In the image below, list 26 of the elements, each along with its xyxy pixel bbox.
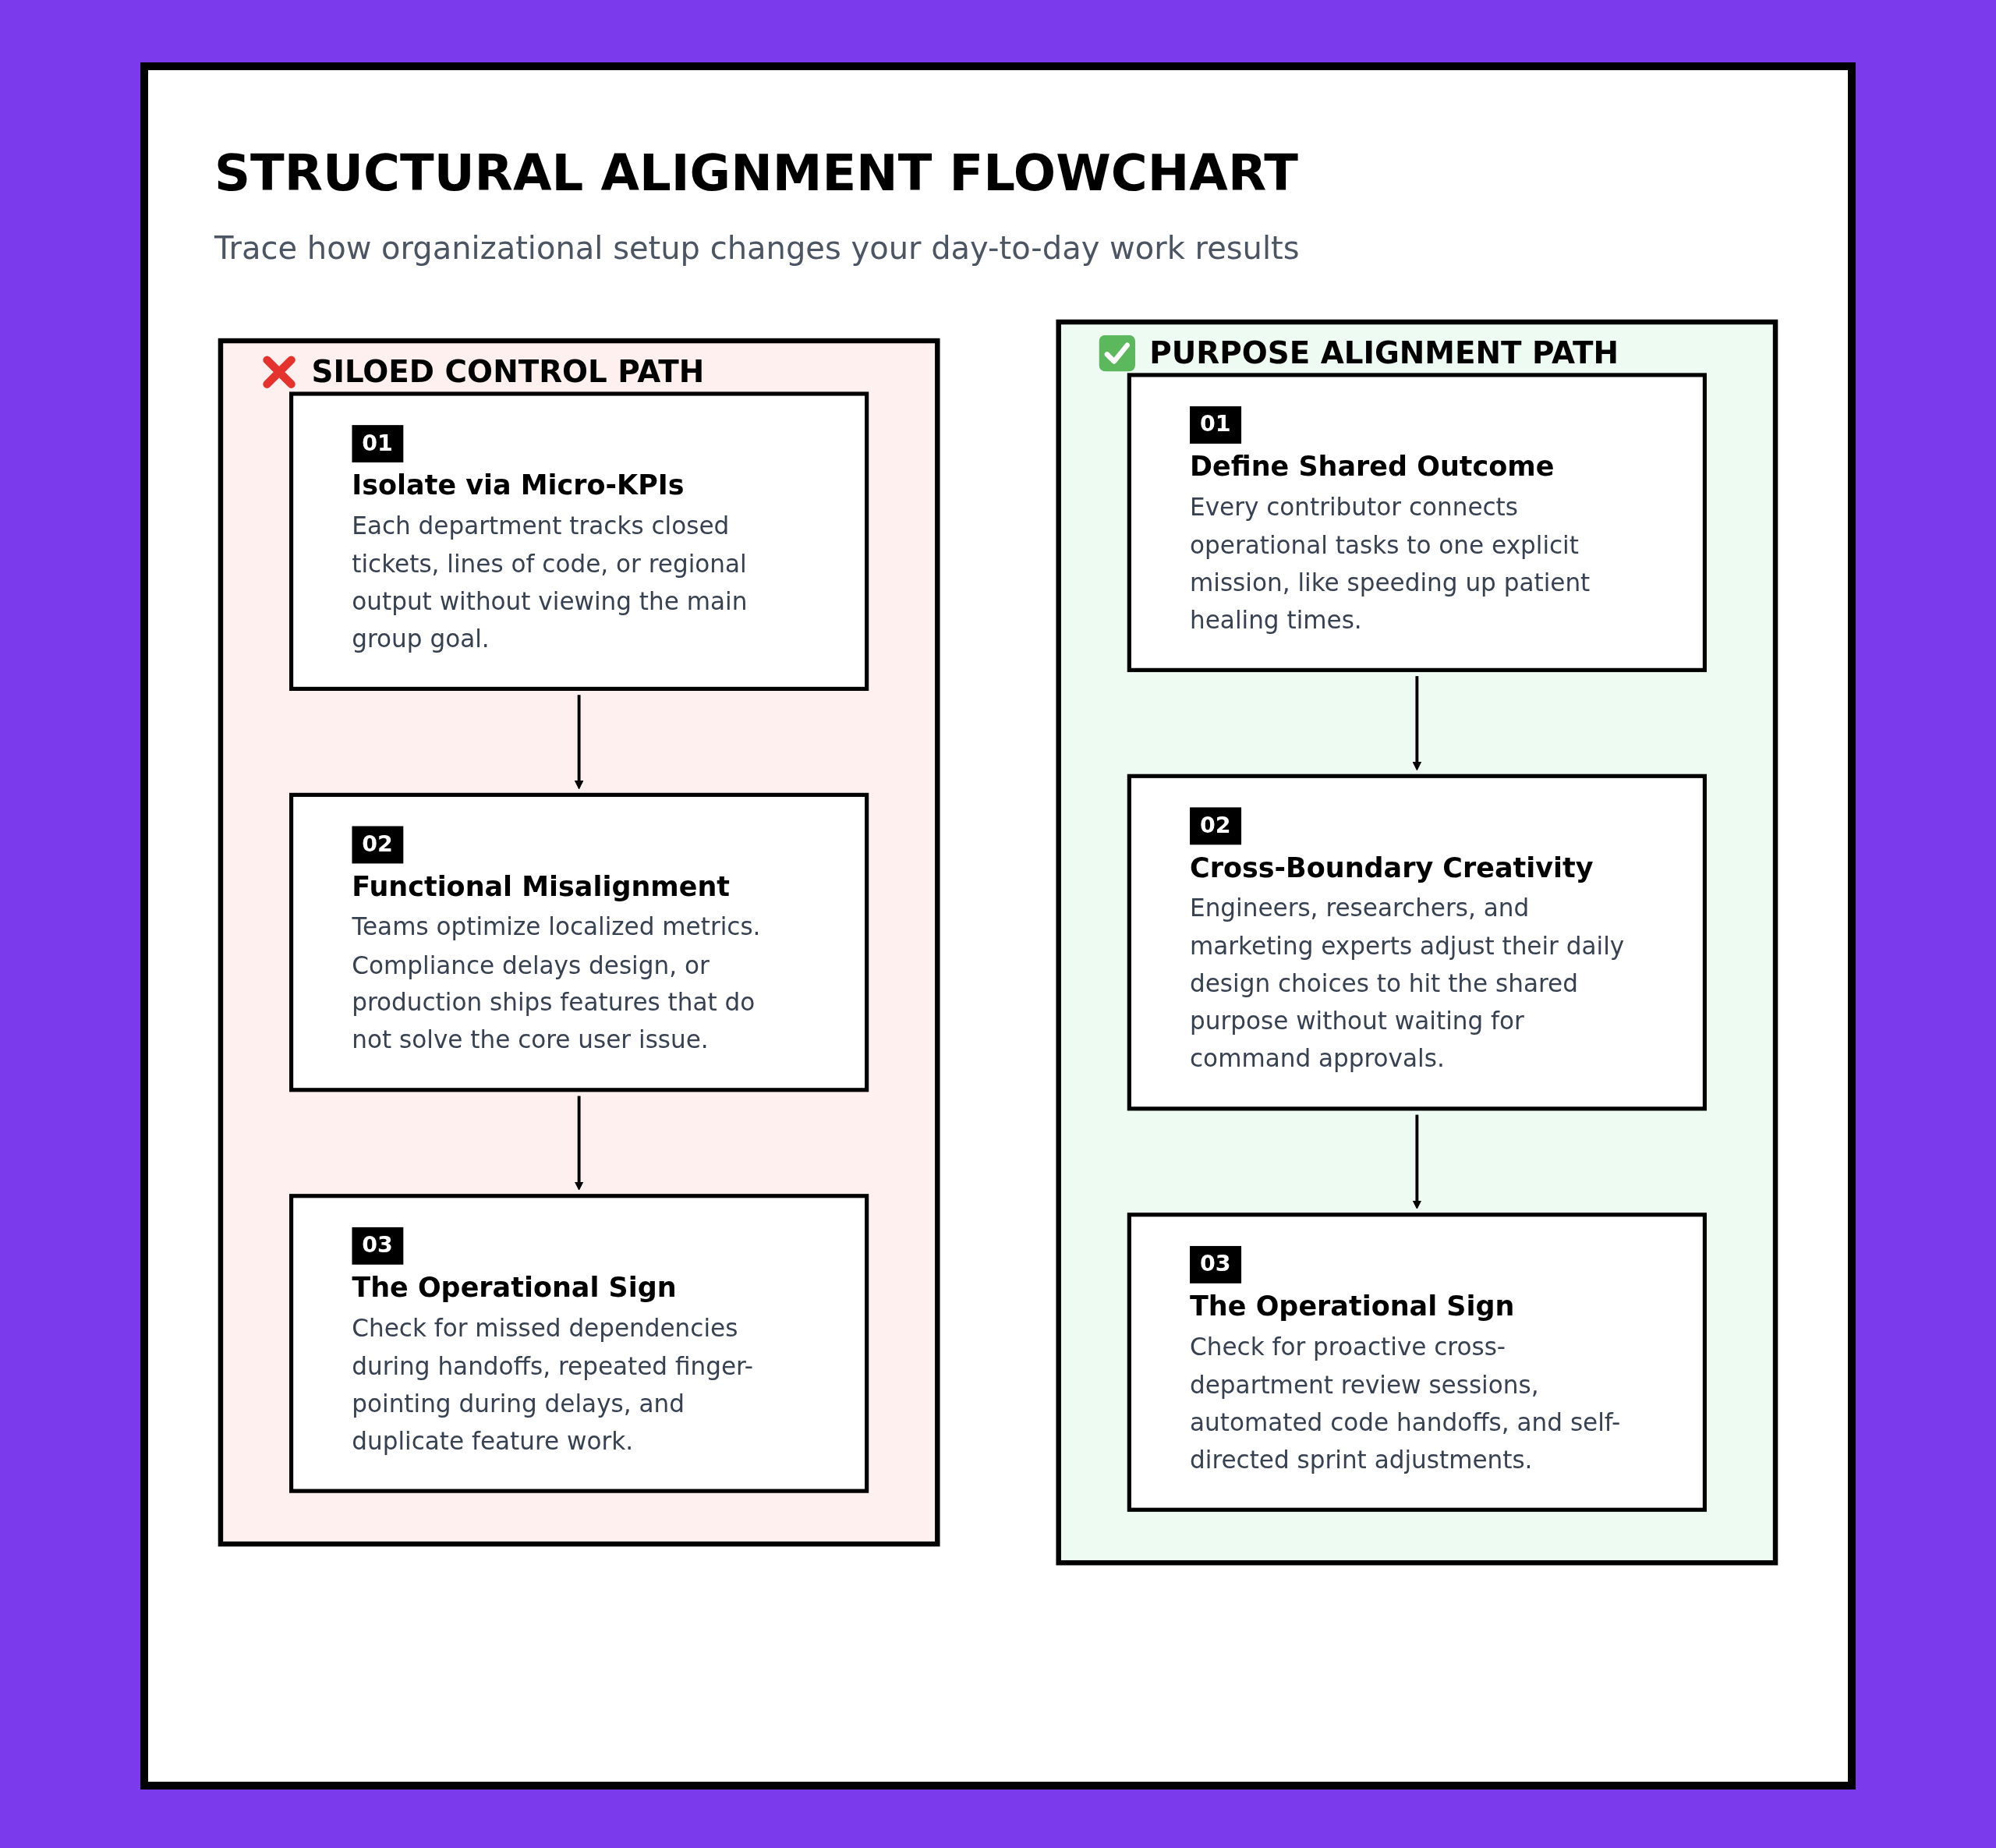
step-description: Check for proactive cross-department review sessions, automated code handoffs, and self-directed sprint adjustments.: [1190, 1333, 1621, 1475]
step-heading: Functional Misalignment: [352, 869, 731, 902]
title: STRUCTURAL ALIGNMENT FLOWCHART: [214, 144, 1298, 202]
step-heading: Define Shared Outcome: [1190, 450, 1555, 482]
step-description: Each department tracks closed tickets, lines of code, or regional output without viewing the main group goal.: [352, 512, 748, 653]
arrow: [1412, 676, 1422, 771]
step-description: Every contributor connects operational tasks to one explicit mission, like speeding up patient healing times.: [1190, 494, 1591, 635]
step-heading: Isolate via Micro-KPIs: [352, 469, 685, 501]
step-description: Engineers, researchers, and marketing experts adjust their daily design choices to hit the shared purpose without waiting for command approvals.: [1190, 894, 1626, 1074]
step-heading: The Operational Sign: [1190, 1290, 1515, 1322]
step-heading: Cross-Boundary Creativity: [1190, 851, 1594, 883]
step-number: 03: [1190, 1245, 1241, 1283]
panel-heading: SILOED CONTROL PATH: [311, 353, 705, 390]
arrow: [574, 695, 584, 790]
panel-heading: PURPOSE ALIGNMENT PATH: [1149, 335, 1619, 371]
step-number: 01: [1190, 406, 1241, 444]
subtitle: Trace how organizational setup changes your day-to-day work results: [214, 230, 1300, 266]
arrow: [574, 1096, 584, 1191]
step-heading: The Operational Sign: [352, 1271, 677, 1303]
step-number: 02: [352, 826, 403, 863]
step-number: 02: [1190, 807, 1241, 844]
step-number: 01: [352, 425, 403, 462]
step-number: 03: [352, 1227, 403, 1265]
arrow: [1412, 1114, 1422, 1209]
step-description: Teams optimize localized metrics. Compliance delays design, or production ships features that do not solve the core user issue.: [352, 913, 762, 1055]
step-description: Check for missed dependencies during handoffs, repeated finger-pointing during delays, and duplicate feature work.: [352, 1314, 754, 1456]
